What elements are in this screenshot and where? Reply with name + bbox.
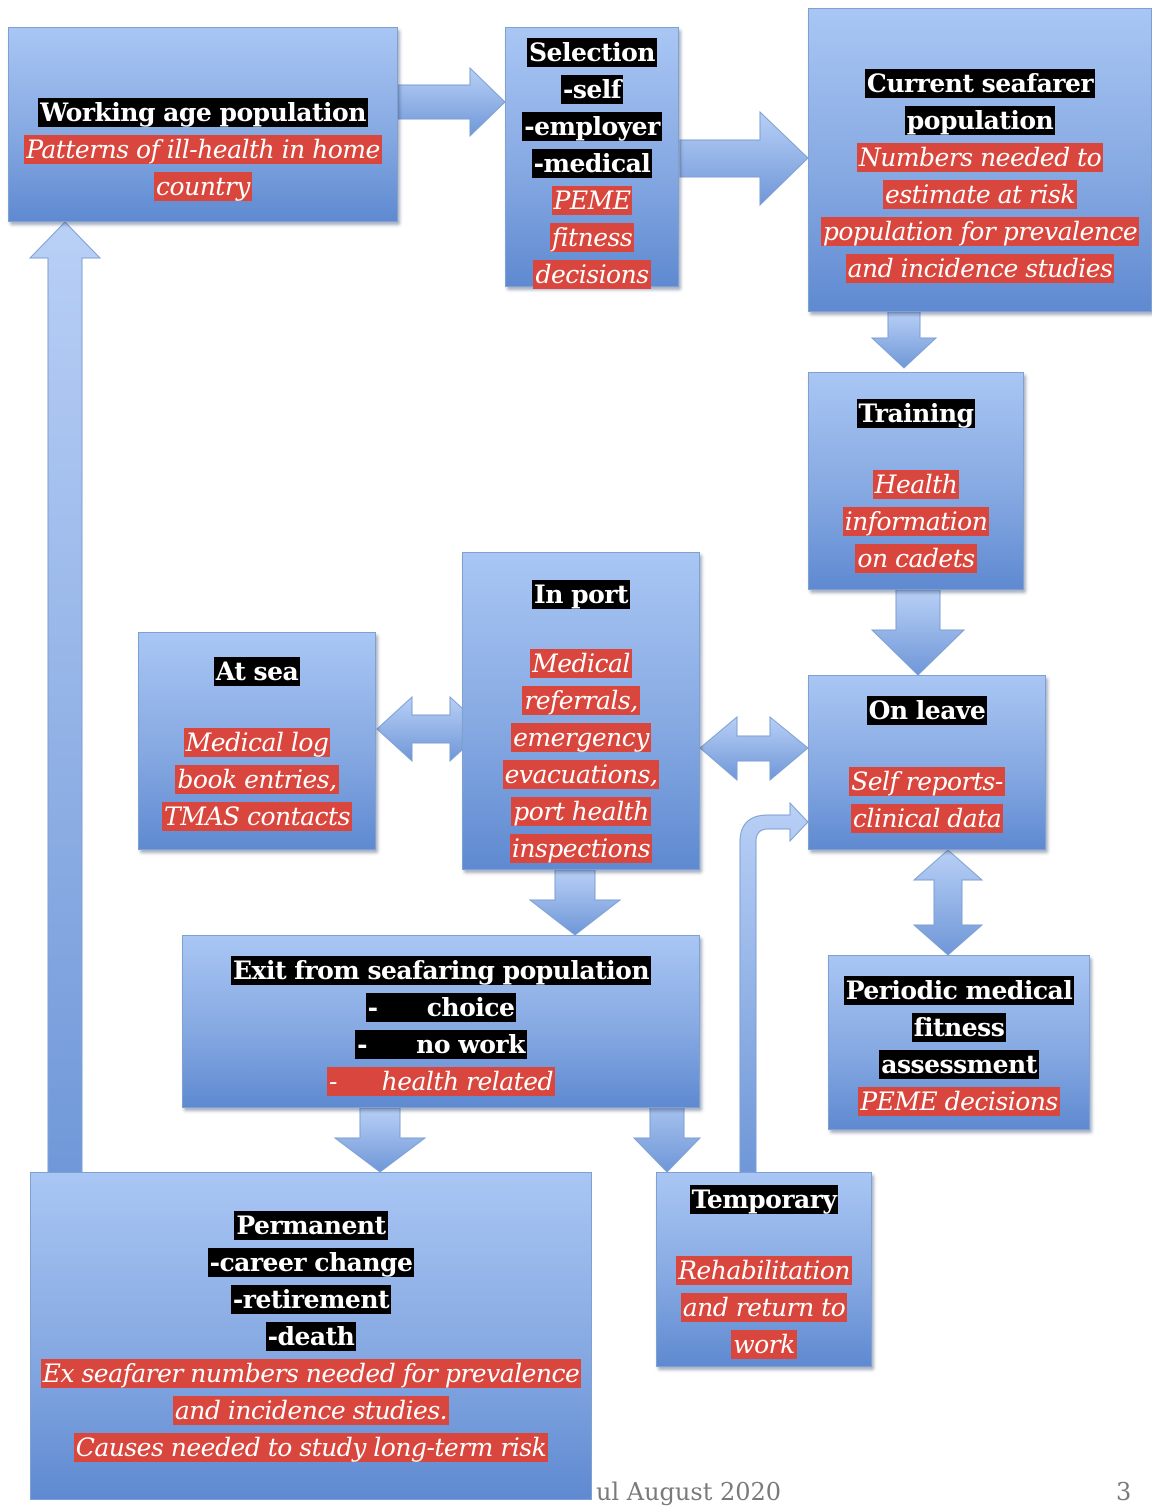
permanent-item-2: -retirement xyxy=(230,1285,392,1314)
on-leave-note-2: clinical data xyxy=(850,804,1004,833)
arrow-training-to-onleave xyxy=(870,589,966,676)
arrow-inport-to-exit xyxy=(528,869,622,936)
at-sea-box: At sea Medical log book entries, TMAS co… xyxy=(138,632,376,850)
periodic-medical-box: Periodic medical fitness assessment PEME… xyxy=(828,955,1090,1130)
current-note-4: and incidence studies xyxy=(845,254,1115,283)
training-box: Training Health information on cadets xyxy=(808,372,1024,590)
selection-note-2: fitness xyxy=(549,223,635,252)
current-note-3: population for prevalence xyxy=(820,217,1140,246)
arrow-exit-to-permanent xyxy=(333,1107,427,1173)
arrow-onleave-periodic xyxy=(912,849,984,956)
arrow-working-to-selection xyxy=(397,66,506,138)
at-sea-note-1: Medical log xyxy=(183,728,331,757)
working-age-note-2: country xyxy=(154,172,252,201)
on-leave-title: On leave xyxy=(866,696,988,725)
in-port-title: In port xyxy=(532,580,630,609)
selection-item-1: -self xyxy=(560,75,624,104)
arrow-inport-onleave xyxy=(699,715,809,782)
working-age-note-1: Patterns of ill-health in home xyxy=(24,135,382,164)
permanent-note-1: Ex seafarer numbers needed for prevalenc… xyxy=(40,1359,582,1388)
training-note-3: on cadets xyxy=(855,544,977,573)
exit-note-health: - health related xyxy=(326,1067,555,1096)
footer-date-text: ul August 2020 xyxy=(596,1478,782,1506)
selection-note-3: decisions xyxy=(533,260,651,289)
in-port-note-2: referrals, xyxy=(522,686,640,715)
exit-item-no-work: - no work xyxy=(355,1030,527,1059)
on-leave-note-1: Self reports- xyxy=(849,767,1005,796)
exit-population-box: Exit from seafaring population - choice … xyxy=(182,935,700,1108)
in-port-note-5: port health xyxy=(511,797,651,826)
in-port-note-3: emergency xyxy=(511,723,651,752)
working-age-title: Working age population xyxy=(38,98,368,127)
arrow-selection-to-current xyxy=(679,110,809,207)
selection-note-1: PEME xyxy=(551,186,633,215)
current-seafarer-box: Current seafarer population Numbers need… xyxy=(808,8,1152,312)
in-port-box: In port Medical referrals, emergency eva… xyxy=(462,552,700,870)
footer-page-number: 3 xyxy=(1116,1478,1132,1506)
selection-title: Selection xyxy=(527,38,657,67)
exit-title: Exit from seafaring population xyxy=(230,956,652,985)
selection-item-2: -employer xyxy=(522,112,662,141)
current-note-1: Numbers needed to xyxy=(856,143,1104,172)
permanent-box: Permanent -career change -retirement -de… xyxy=(30,1172,592,1500)
in-port-note-6: inspections xyxy=(509,834,653,863)
temporary-title: Temporary xyxy=(689,1185,839,1214)
training-note-1: Health xyxy=(872,470,960,499)
arrow-permanent-to-working xyxy=(28,221,102,1189)
on-leave-box: On leave Self reports- clinical data xyxy=(808,675,1046,850)
current-note-2: estimate at risk xyxy=(883,180,1077,209)
at-sea-note-3: TMAS contacts xyxy=(162,802,352,831)
current-title-1: Current seafarer xyxy=(864,69,1096,98)
periodic-title-2: fitness xyxy=(911,1013,1007,1042)
permanent-note-3: Causes needed to study long-term risk xyxy=(73,1433,549,1462)
current-title-2: population xyxy=(904,106,1056,135)
periodic-title-3: assessment xyxy=(879,1050,1039,1079)
permanent-title: Permanent xyxy=(234,1211,388,1240)
arrow-current-to-training xyxy=(870,311,938,369)
permanent-item-3: -death xyxy=(265,1322,357,1351)
training-note-2: information xyxy=(842,507,990,536)
arrow-temporary-to-onleave xyxy=(739,801,809,1173)
periodic-title-1: Periodic medical xyxy=(843,976,1075,1005)
working-age-population-box: Working age population Patterns of ill-h… xyxy=(8,27,398,222)
exit-item-choice: - choice xyxy=(365,993,517,1022)
in-port-note-1: Medical xyxy=(530,649,632,678)
in-port-note-4: evacuations, xyxy=(502,760,660,789)
periodic-note-1: PEME decisions xyxy=(858,1087,1060,1116)
selection-item-3: -medical xyxy=(531,149,653,178)
permanent-item-1: -career change xyxy=(207,1248,415,1277)
training-title: Training xyxy=(856,399,976,428)
temporary-note-3: work xyxy=(731,1330,797,1359)
temporary-box: Temporary Rehabilitation and return to w… xyxy=(656,1172,872,1367)
at-sea-note-2: book entries, xyxy=(175,765,339,794)
selection-box: Selection -self -employer -medical PEME … xyxy=(505,27,679,289)
temporary-note-2: and return to xyxy=(680,1293,848,1322)
permanent-note-2: and incidence studies. xyxy=(172,1396,450,1425)
at-sea-title: At sea xyxy=(213,657,301,686)
temporary-note-1: Rehabilitation xyxy=(676,1256,852,1285)
